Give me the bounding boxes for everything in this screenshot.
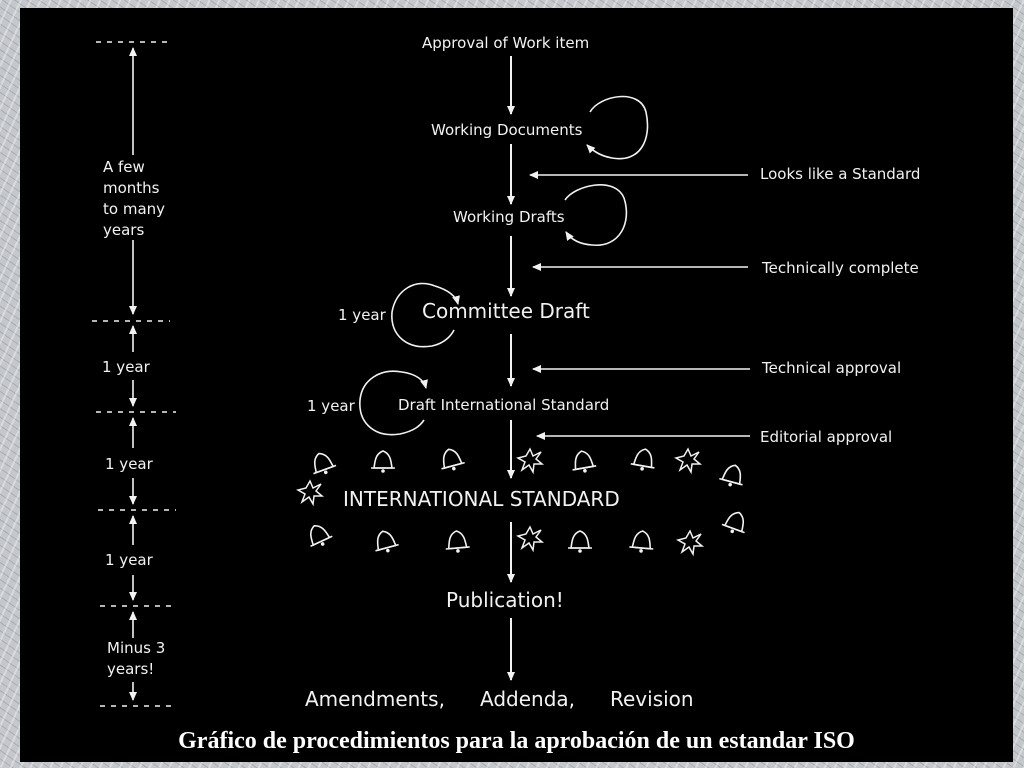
loop-dis	[359, 370, 425, 436]
stage-working-documents: Working Documents	[431, 121, 583, 139]
star-burst-icon	[517, 526, 543, 551]
timeline-phase1-line4: years	[103, 221, 144, 239]
loop-committee-draft	[391, 282, 455, 348]
timeline-phase2: 1 year	[102, 358, 151, 376]
bell-icon	[370, 450, 396, 474]
star-burst-icon	[675, 448, 701, 473]
stage-draft-international-standard: Draft International Standard	[398, 396, 609, 414]
timeline-labels: A few months to many years 1 year 1 year…	[102, 158, 165, 678]
milestone-editorial-approval: Editorial approval	[760, 428, 892, 446]
timeline-phase1-line2: months	[103, 179, 160, 197]
milestone-looks-like-standard: Looks like a Standard	[760, 165, 920, 183]
loop-label-dis: 1 year	[307, 397, 356, 415]
stage-labels: Approval of Work item Working Documents …	[305, 34, 694, 711]
bell-icon	[719, 507, 752, 538]
loop-working-drafts	[564, 184, 628, 246]
stage-international-standard: INTERNATIONAL STANDARD	[343, 487, 620, 511]
star-burst-icon	[677, 530, 703, 555]
stage-working-drafts: Working Drafts	[453, 208, 565, 226]
star-burst-icon	[297, 480, 323, 505]
star-burst-icon	[517, 448, 543, 473]
stage-addenda: Addenda,	[480, 687, 575, 711]
milestone-labels: Looks like a Standard Technically comple…	[760, 165, 920, 446]
timeline-phase4: 1 year	[105, 551, 154, 569]
timeline-phase1-line1: A few	[103, 158, 145, 176]
bell-icon	[443, 529, 471, 555]
stage-approval: Approval of Work item	[422, 34, 589, 52]
timeline-phase5-line1: Minus 3	[107, 639, 165, 657]
bell-icon	[436, 445, 467, 475]
stage-revision: Revision	[610, 687, 694, 711]
bell-icon	[567, 530, 593, 554]
loop-label-committee-draft: 1 year	[338, 306, 387, 324]
milestone-arrows	[529, 171, 750, 440]
bell-icon	[717, 461, 748, 491]
loop-working-documents	[586, 95, 649, 160]
stage-amendments: Amendments,	[305, 687, 445, 711]
loop-arrows	[359, 95, 649, 436]
bell-icon	[628, 529, 656, 555]
diagram-panel	[20, 8, 1013, 762]
timeline	[92, 41, 176, 707]
stage-publication: Publication!	[446, 588, 564, 612]
bell-icon	[306, 448, 339, 479]
bell-icon	[629, 446, 659, 474]
timeline-phase1-line3: to many	[103, 200, 165, 218]
timeline-phase3: 1 year	[105, 455, 154, 473]
milestone-technically-complete: Technically complete	[761, 259, 919, 277]
loop-committee-draft-return	[434, 285, 460, 305]
bell-icon	[568, 448, 598, 476]
timeline-phase5-line2: years!	[107, 660, 154, 678]
loop-dis-return	[401, 371, 428, 389]
bell-icon	[302, 519, 336, 552]
bell-icon	[370, 527, 401, 557]
milestone-technical-approval: Technical approval	[761, 359, 901, 377]
figure-caption: Gráfico de procedimientos para la aproba…	[178, 728, 855, 754]
stage-committee-draft: Committee Draft	[422, 299, 590, 323]
